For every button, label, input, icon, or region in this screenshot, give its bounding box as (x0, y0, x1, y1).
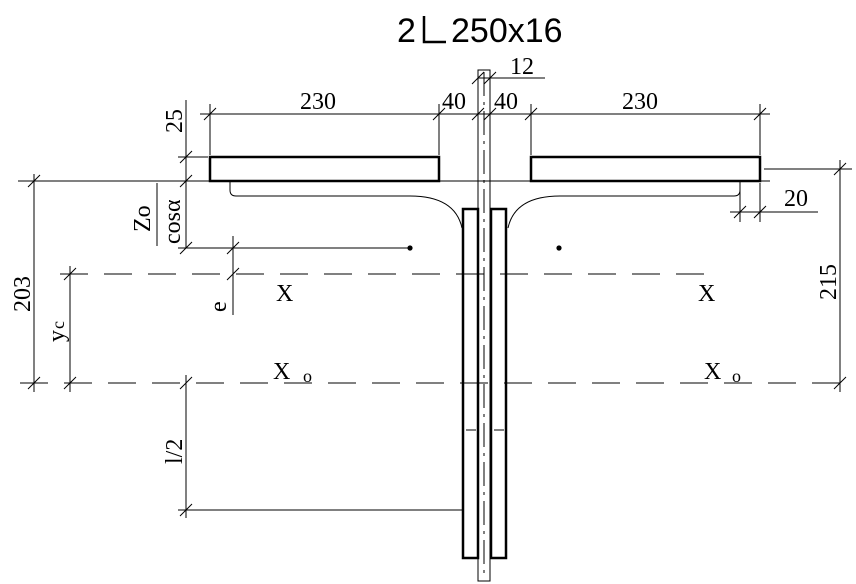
xo-axis-subscript-left: o (303, 366, 312, 386)
title-count: 2 (397, 12, 416, 50)
dim-zo: Zo (130, 205, 156, 232)
dim-cos-alpha: cosα (160, 199, 186, 244)
zo-dimension (156, 181, 193, 255)
height-right-dimension (764, 160, 852, 392)
dim-eccentricity: e (206, 301, 232, 312)
dim-gusset-thickness: 12 (510, 54, 534, 80)
yc-dimension (63, 266, 77, 392)
title-section-size: 250x16 (451, 12, 563, 50)
dim-half-length: l/2 (162, 439, 188, 464)
right-angle-heel-outline (507, 181, 741, 229)
section-title: 2 250x16 (397, 12, 563, 50)
right-centroid-point (556, 245, 562, 251)
dim-leg-edge: 20 (784, 186, 808, 212)
flange-thickness-dimension (178, 100, 208, 195)
xo-axis-subscript-right: o (732, 366, 741, 386)
dim-yc: y (44, 330, 70, 342)
left-flange-section (208, 155, 441, 183)
x-axis-label-right: X (698, 281, 715, 307)
gusset-plate (477, 69, 491, 582)
half-length-dimension (178, 375, 462, 518)
top-dimension-chain (200, 71, 770, 155)
dim-height-left: 203 (10, 276, 36, 312)
dim-gap-left: 40 (442, 89, 466, 115)
right-flange-section (529, 155, 762, 183)
right-vertical-leg (489, 207, 508, 560)
dim-height-right: 215 (816, 264, 842, 300)
xo-axis-label-left: X (273, 359, 290, 385)
leg-edge-dimension (730, 183, 818, 222)
height-left-dimension (27, 174, 41, 392)
dim-flange-thickness: 25 (162, 109, 188, 133)
left-angle-heel-outline (229, 181, 463, 229)
xo-axis-label-right: X (704, 359, 721, 385)
angle-section-icon (422, 16, 446, 44)
dim-gap-right: 40 (494, 89, 518, 115)
eccentricity-dimension (226, 236, 240, 315)
x-axis-label-left: X (276, 281, 293, 307)
dim-flange-width-right: 230 (622, 89, 658, 115)
dim-yc-subscript: c (48, 321, 68, 329)
dim-flange-width-left: 230 (300, 89, 336, 115)
